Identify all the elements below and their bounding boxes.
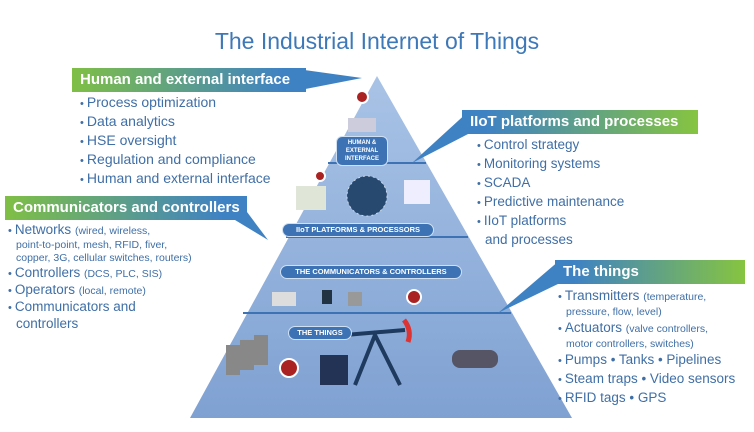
callout-comm-heading: Communicators and controllers xyxy=(5,196,247,220)
pointer-human xyxy=(290,68,362,92)
list-item: Pumps • Tanks • Pipelines xyxy=(558,351,735,370)
callout-comm-list: Networks (wired, wireless, point-to-poin… xyxy=(8,222,192,332)
callout-things-heading: The things xyxy=(555,260,745,284)
list-item: RFID tags • GPS xyxy=(558,389,735,408)
equipment-icons xyxy=(226,90,498,386)
callout-iiot-list: Control strategy Monitoring systems SCAD… xyxy=(477,136,624,248)
pyramid-shape xyxy=(190,76,572,418)
pointer-things xyxy=(498,260,560,313)
list-item: Controllers (DCS, PLC, SIS) xyxy=(8,265,192,282)
list-item: Regulation and compliance xyxy=(80,151,271,170)
callout-iiot-heading: IIoT platforms and processes xyxy=(462,110,698,134)
list-item: Monitoring systems xyxy=(477,155,624,174)
list-item: SCADA xyxy=(477,174,624,193)
list-item: Control strategy xyxy=(477,136,624,155)
callout-things-list: Transmitters (temperature,pressure, flow… xyxy=(558,287,735,408)
list-item: HSE oversight xyxy=(80,132,271,151)
callout-human-list: Process optimization Data analytics HSE … xyxy=(80,94,271,189)
list-item: Data analytics xyxy=(80,113,271,132)
callout-human-heading: Human and external interface xyxy=(72,68,306,92)
level-label-iiot: IIoT PLATFORMS & PROCESSORS xyxy=(282,223,434,237)
list-item: Transmitters (temperature,pressure, flow… xyxy=(558,287,735,319)
list-item: Process optimization xyxy=(80,94,271,113)
list-item: Human and external interface xyxy=(80,170,271,189)
list-item: Steam traps • Video sensors xyxy=(558,370,735,389)
list-item: Actuators (valve controllers,motor contr… xyxy=(558,319,735,351)
list-item: Predictive maintenance xyxy=(477,193,624,212)
pointer-iiot xyxy=(412,110,470,163)
page-title: The Industrial Internet of Things xyxy=(214,28,540,54)
level-label-human: HUMAN & EXTERNAL INTERFACE xyxy=(336,136,388,166)
list-item: Operators (local, remote) xyxy=(8,282,192,299)
level-label-comm: THE COMMUNICATORS & CONTROLLERS xyxy=(280,265,462,279)
level-label-things: THE THINGS xyxy=(288,326,352,340)
list-item: Networks (wired, wireless, point-to-poin… xyxy=(8,222,192,265)
